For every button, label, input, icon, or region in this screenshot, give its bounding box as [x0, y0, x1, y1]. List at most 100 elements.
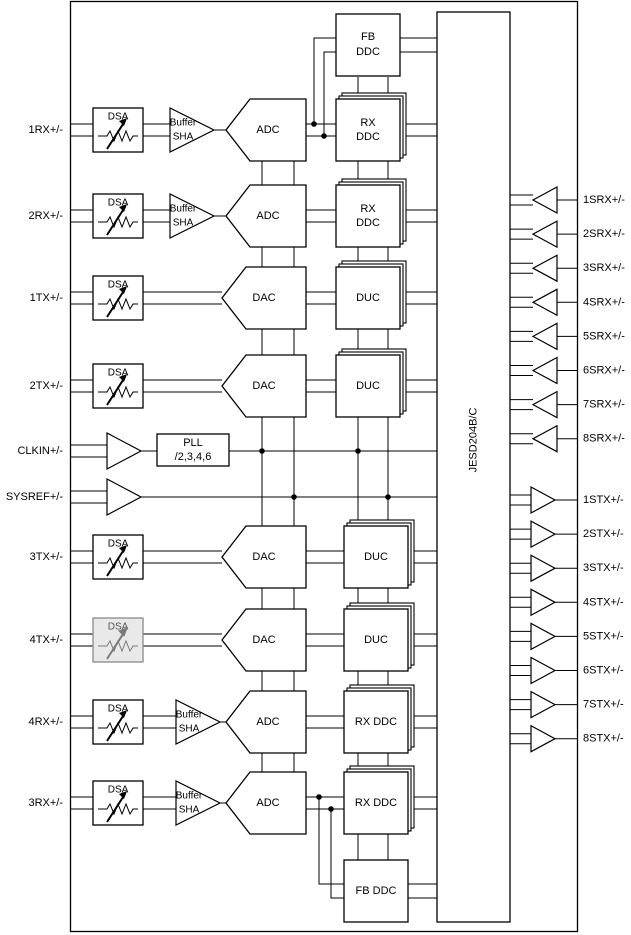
serdes-rx-label: 8SRX+/- — [583, 433, 625, 445]
serdes-tx-buffer — [530, 724, 557, 753]
dsp-label: DUC — [356, 292, 380, 304]
port-label: 1RX+/- — [28, 124, 63, 136]
ddc-block — [343, 690, 409, 754]
dsa-block: DSA — [92, 193, 144, 239]
serdes-rx-label: 7SRX+/- — [583, 399, 625, 411]
pll-divider-label: /2,3,4,6 — [175, 451, 212, 463]
dsa-label: DSA — [108, 280, 129, 291]
serdes-rx-buffer — [531, 288, 558, 317]
sha-label: SHA — [173, 218, 194, 229]
attenuator-arrow-icon — [106, 630, 126, 660]
duc-block — [335, 266, 401, 330]
adc-label: ADC — [256, 716, 279, 728]
arrowhead-icon — [119, 374, 127, 382]
dsp-label: DUC — [364, 634, 388, 646]
resistor-icon — [98, 802, 138, 816]
junction-dot — [328, 806, 334, 812]
buffer-sha-amp — [169, 107, 216, 153]
serdes-tx-buffer — [530, 690, 557, 719]
buffer-sha-amp — [175, 699, 222, 745]
ddc-block — [335, 98, 401, 162]
dac-block — [221, 608, 307, 672]
adc-block — [225, 690, 307, 754]
serdes-tx-label: 4STX+/- — [583, 596, 624, 608]
dsp-label: RX — [360, 117, 376, 129]
jesd-label: JESD204B/C — [468, 408, 480, 473]
serdes-tx-label: 6STX+/- — [583, 665, 624, 677]
sysref-junction-dot — [385, 494, 391, 500]
serdes-rx-buffer — [531, 254, 558, 283]
dsa-label: DSA — [108, 785, 129, 796]
arrowhead-icon — [118, 627, 128, 637]
resistor-icon — [98, 639, 138, 653]
duc-block — [343, 608, 409, 672]
sha-label: SHA — [173, 132, 194, 143]
serdes-rx-label: 3SRX+/- — [583, 262, 625, 274]
serdes-tx-label: 5STX+/- — [583, 630, 624, 642]
adc-label: ADC — [256, 124, 279, 136]
serdes-rx-buffer — [531, 220, 558, 249]
attenuator-arrow-icon — [106, 793, 126, 823]
dsa-block: DSA — [92, 617, 144, 663]
port-label: 3RX+/- — [28, 797, 63, 809]
clock-junction-dot — [355, 448, 361, 454]
serdes-rx-buffer — [531, 390, 558, 419]
feedback-tap-wire — [330, 809, 344, 899]
arrowhead-icon — [119, 286, 127, 294]
serdes-tx-label: 1STX+/- — [583, 494, 624, 506]
dsa-label: DSA — [108, 112, 129, 123]
serdes-tx-buffer — [530, 485, 557, 515]
dsp-label: DDC — [356, 131, 380, 143]
clock-junction-dot — [259, 448, 265, 454]
dsa-label: DSA — [108, 539, 129, 550]
serdes-tx-buffer — [530, 622, 557, 651]
buffer-label: Buffer — [176, 791, 203, 802]
fb-ddc-label: DDC — [356, 46, 380, 58]
serdes-rx-label: 1SRX+/- — [583, 194, 625, 206]
serdes-tx-label: 2STX+/- — [583, 528, 624, 540]
serdes-tx-buffer — [530, 520, 557, 549]
buffer-label: Buffer — [176, 710, 203, 721]
dac-block — [221, 266, 307, 330]
dsp-label: RX DDC — [355, 716, 397, 728]
sysref-junction-dot — [291, 494, 297, 500]
junction-dot — [316, 794, 322, 800]
port-label: 3TX+/- — [30, 551, 64, 563]
attenuator-arrow-icon — [106, 120, 126, 150]
fb-ddc-block — [335, 13, 401, 77]
dsp-label: RX — [360, 203, 376, 215]
duc-block — [343, 525, 409, 589]
dsp-label: DUC — [364, 551, 388, 563]
arrowhead-icon — [119, 791, 127, 799]
adc-label: ADC — [256, 210, 279, 222]
pll-label: PLL — [183, 437, 203, 449]
dsa-block: DSA — [92, 534, 144, 580]
dac-label: DAC — [252, 380, 275, 392]
serdes-rx-label: 5SRX+/- — [583, 330, 625, 342]
arrowhead-icon — [119, 545, 127, 553]
attenuator-arrow-icon — [106, 712, 126, 742]
dsa-block: DSA — [92, 107, 144, 153]
fb-ddc-label: FB — [361, 31, 375, 43]
ddc-block — [343, 771, 409, 835]
serdes-tx-buffer — [530, 554, 557, 583]
dac-block — [221, 525, 307, 589]
clock-buffer-amp — [106, 432, 143, 470]
junction-dot — [311, 121, 317, 127]
buffer-label: Buffer — [170, 204, 197, 215]
adc-block — [225, 771, 307, 835]
dsa-block: DSA — [92, 275, 144, 321]
serdes-rx-buffer — [531, 424, 558, 453]
fb-ddc-label: FB DDC — [356, 885, 397, 897]
sha-label: SHA — [179, 805, 200, 816]
serdes-rx-label: 4SRX+/- — [583, 296, 625, 308]
serdes-rx-label: 2SRX+/- — [583, 228, 625, 240]
dsa-label: DSA — [108, 704, 129, 715]
feedback-tap-wire — [313, 37, 336, 124]
port-label: 2RX+/- — [28, 210, 63, 222]
dsp-label: RX DDC — [355, 797, 397, 809]
arrowhead-icon — [119, 118, 127, 126]
resistor-icon — [98, 215, 138, 229]
clock-input-label: SYSREF+/- — [6, 491, 63, 503]
serdes-rx-buffer — [531, 356, 558, 385]
